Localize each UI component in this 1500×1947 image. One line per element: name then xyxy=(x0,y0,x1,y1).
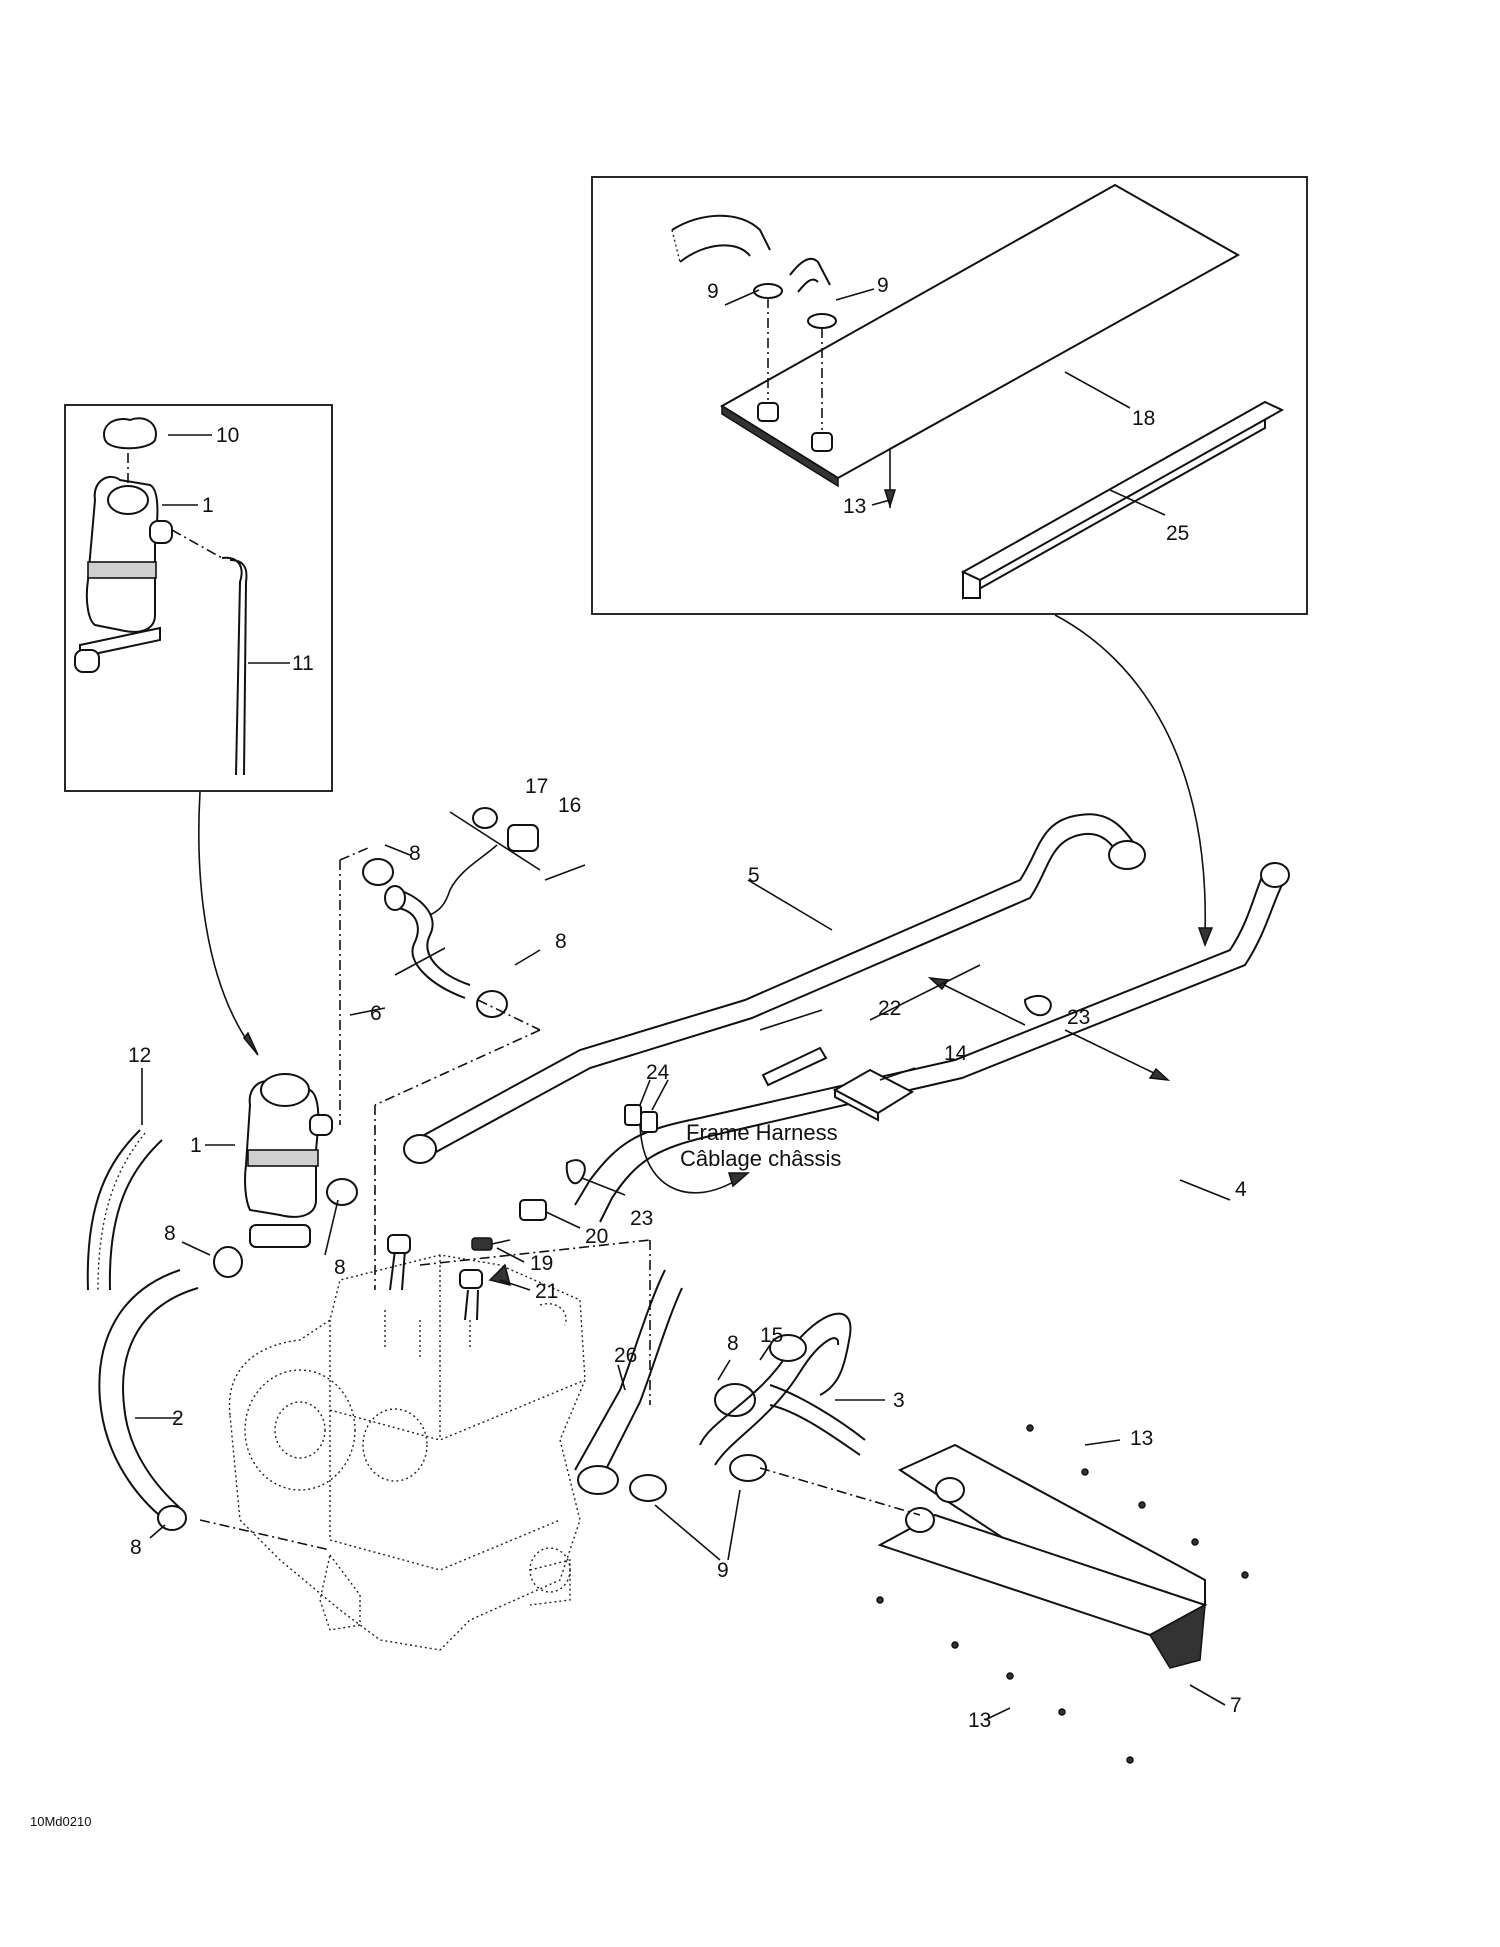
callout-6: 6 xyxy=(370,1002,382,1025)
connector-20 xyxy=(519,1199,547,1221)
grommet-right xyxy=(807,313,837,329)
callout-8-lower-right: 8 xyxy=(727,1332,739,1355)
tie-arrow-23 xyxy=(927,977,1171,1081)
heat-exchanger-plate xyxy=(720,183,1241,488)
callout-4: 4 xyxy=(1235,1178,1247,1201)
pad-14 xyxy=(832,1068,915,1122)
engine-fittings xyxy=(387,1234,651,1405)
callout-3: 3 xyxy=(893,1389,905,1412)
diagram-code: 10Md0210 xyxy=(30,1814,91,1829)
breather-hose-12 xyxy=(86,1129,163,1291)
radiator-inset-box xyxy=(591,176,1308,615)
callout-23-left: 23 xyxy=(630,1207,653,1230)
callout-20: 20 xyxy=(585,1225,608,1248)
elbow-hose-6 xyxy=(384,885,471,999)
washer-21 xyxy=(488,1263,512,1287)
callout-14: 14 xyxy=(944,1042,968,1065)
callout-7: 7 xyxy=(1230,1694,1242,1717)
engine-block xyxy=(228,1254,586,1651)
callout-8-mid: 8 xyxy=(334,1256,346,1279)
protector-strip-25 xyxy=(960,400,1285,600)
callout-19: 19 xyxy=(530,1252,553,1275)
inset-arrow-right xyxy=(1054,614,1214,948)
hose-stub-right xyxy=(789,257,831,293)
callout-12: 12 xyxy=(128,1044,151,1067)
callout-8-left: 8 xyxy=(164,1222,176,1245)
callout-15: 15 xyxy=(760,1324,783,1347)
hose-4 xyxy=(574,862,1290,1223)
hose-5 xyxy=(403,813,1146,1164)
callout-13-bottom: 13 xyxy=(968,1709,991,1732)
callout-13-mid: 13 xyxy=(1130,1427,1153,1450)
frame-harness-arrow xyxy=(639,1119,751,1194)
callout-2: 2 xyxy=(172,1407,184,1430)
overflow-hose-11 xyxy=(171,529,248,776)
clamps-8 xyxy=(157,858,756,1531)
rivets-13 xyxy=(876,1424,1249,1764)
callout-25: 25 xyxy=(1166,522,1189,545)
callout-26: 26 xyxy=(614,1344,637,1367)
callout-5: 5 xyxy=(748,864,760,887)
grommets-9 xyxy=(629,1454,767,1502)
coolant-reservoir-inset xyxy=(74,475,173,673)
sensor-19 xyxy=(471,1237,511,1251)
inset-arrow-left xyxy=(198,791,259,1056)
coolant-reservoir-main xyxy=(244,1073,333,1248)
callout-10: 10 xyxy=(216,424,239,447)
callout-8-top-right: 8 xyxy=(555,930,567,953)
clip-24 xyxy=(624,1104,658,1133)
callout-9-inset-left: 9 xyxy=(707,280,719,303)
tie-23 xyxy=(565,994,1052,1185)
fitting-16-17 xyxy=(429,807,541,916)
callout-1-main: 1 xyxy=(190,1134,202,1157)
sleeve-22 xyxy=(761,1046,828,1087)
callout-11: 11 xyxy=(292,652,314,675)
callout-13-inset: 13 xyxy=(843,495,866,518)
callout-9-inset-right: 9 xyxy=(877,274,889,297)
reservoir-cap-10 xyxy=(103,417,157,450)
callout-8-top-left: 8 xyxy=(409,842,421,865)
radiator-nipple-right xyxy=(811,432,833,452)
hose-2 xyxy=(98,1269,199,1521)
hose-3 xyxy=(699,1312,852,1466)
rivet-13-top xyxy=(883,448,897,509)
callout-1-inset: 1 xyxy=(202,494,214,517)
hose-stub-left xyxy=(671,214,771,263)
callout-24: 24 xyxy=(646,1061,670,1084)
callout-22: 22 xyxy=(878,997,901,1020)
callout-17: 17 xyxy=(525,775,548,798)
callout-21: 21 xyxy=(535,1280,558,1303)
callout-23-right: 23 xyxy=(1067,1006,1090,1029)
callout-18: 18 xyxy=(1132,407,1155,430)
hose-15 xyxy=(769,1384,866,1456)
coolant-tank-inset-box xyxy=(64,404,333,792)
callout-8-bottom-left: 8 xyxy=(130,1536,142,1559)
callout-9-bottom: 9 xyxy=(717,1559,729,1582)
frame-harness-label-en: Frame Harness xyxy=(686,1120,838,1145)
radiator-nipple-left xyxy=(757,402,779,422)
frame-harness-label-fr: Câblage châssis xyxy=(680,1146,841,1171)
callout-16: 16 xyxy=(558,794,581,817)
hose-26 xyxy=(574,1269,683,1495)
radiator-7 xyxy=(759,1443,1208,1669)
